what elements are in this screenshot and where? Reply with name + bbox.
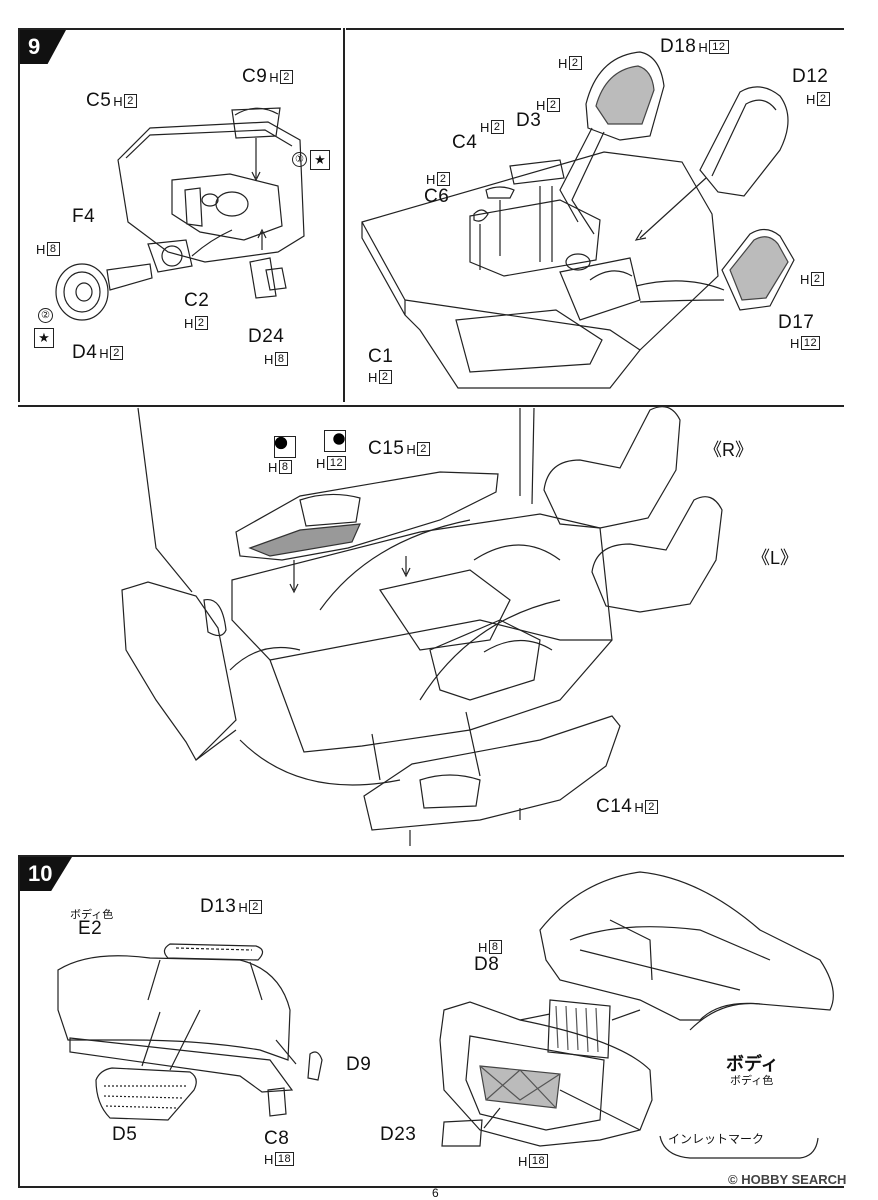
page-number: 6 — [432, 1186, 439, 1200]
frame-divider-step10 — [18, 855, 844, 857]
d8-radiator — [547, 999, 611, 1059]
label-e2-body-color: ボディ色 — [70, 909, 114, 921]
c9-part — [231, 107, 281, 139]
star-mark-icon-2: ★ — [34, 328, 54, 348]
c15-door-panel — [235, 471, 499, 561]
f4-spoke — [106, 263, 153, 291]
c8-part — [267, 1087, 287, 1117]
dashboard-outline — [117, 121, 305, 263]
d24-pedals — [249, 257, 277, 299]
inlet-mark-line — [659, 1135, 819, 1159]
label-inlet-mark: インレットマーク — [668, 1132, 765, 1146]
label-c2: C2 — [184, 290, 210, 311]
dash-cluster — [121, 581, 237, 761]
frame-left-step10 — [18, 855, 20, 1188]
d13-grille — [163, 943, 264, 961]
seat-right — [543, 406, 681, 529]
hobby-search-watermark: © HOBBY SEARCH — [728, 1172, 847, 1187]
label-d9: D9 — [346, 1054, 372, 1075]
label-side-right: 《R》 — [704, 440, 753, 460]
frame-bottom — [18, 1186, 844, 1188]
seat-left — [591, 496, 723, 613]
label-e2: E2 — [78, 918, 103, 939]
floor-tub-c1 — [361, 151, 719, 389]
frame-divider-mid — [18, 405, 844, 407]
label-d8: D8 — [474, 954, 500, 975]
frame-top-left — [18, 28, 341, 30]
label-d24: D24 — [248, 326, 285, 347]
label-d5: D5 — [112, 1124, 138, 1145]
label-c4: C4 — [452, 132, 478, 153]
frame-vertical-divider — [343, 28, 345, 402]
callout-circle-1: ① — [292, 152, 307, 167]
d9-part — [307, 1051, 323, 1081]
label-body: ボディ — [726, 1054, 779, 1074]
star-mark-icon: ★ — [310, 150, 330, 170]
d12-part — [699, 86, 789, 197]
d18-part — [585, 51, 665, 141]
paint-mark-h12-icon — [324, 430, 346, 452]
label-d17: D17 — [778, 312, 815, 333]
label-body-color: ボディ色 — [730, 1075, 774, 1087]
d17-part — [721, 228, 795, 311]
c6-part — [473, 209, 489, 222]
steering-wheel — [55, 263, 109, 321]
rear-bumper-e2 — [57, 955, 291, 1061]
label-d12: D12 — [792, 66, 829, 87]
label-c6: C6 — [424, 186, 450, 207]
label-d3: D3 — [516, 110, 542, 131]
c14-door-panel — [363, 715, 621, 831]
label-c8: C8 — [264, 1128, 290, 1149]
label-f4: F4 — [72, 206, 96, 227]
d23-plate — [441, 1119, 483, 1147]
frame-top-right — [346, 28, 844, 30]
label-side-left: 《L》 — [752, 548, 799, 568]
c2-column — [147, 239, 193, 273]
d5-grille — [95, 1067, 197, 1121]
c4-part — [485, 186, 515, 199]
paint-mark-h8-icon — [274, 436, 296, 458]
label-c1: C1 — [368, 346, 394, 367]
d3-part — [509, 159, 565, 185]
callout-circle-2: ② — [38, 308, 53, 323]
magnify-line-left — [137, 407, 193, 593]
car-body — [539, 871, 834, 1021]
interior-tub — [231, 513, 613, 753]
label-d23: D23 — [380, 1124, 417, 1145]
front-bumper — [439, 1001, 653, 1147]
frame-left-step9 — [18, 28, 20, 402]
